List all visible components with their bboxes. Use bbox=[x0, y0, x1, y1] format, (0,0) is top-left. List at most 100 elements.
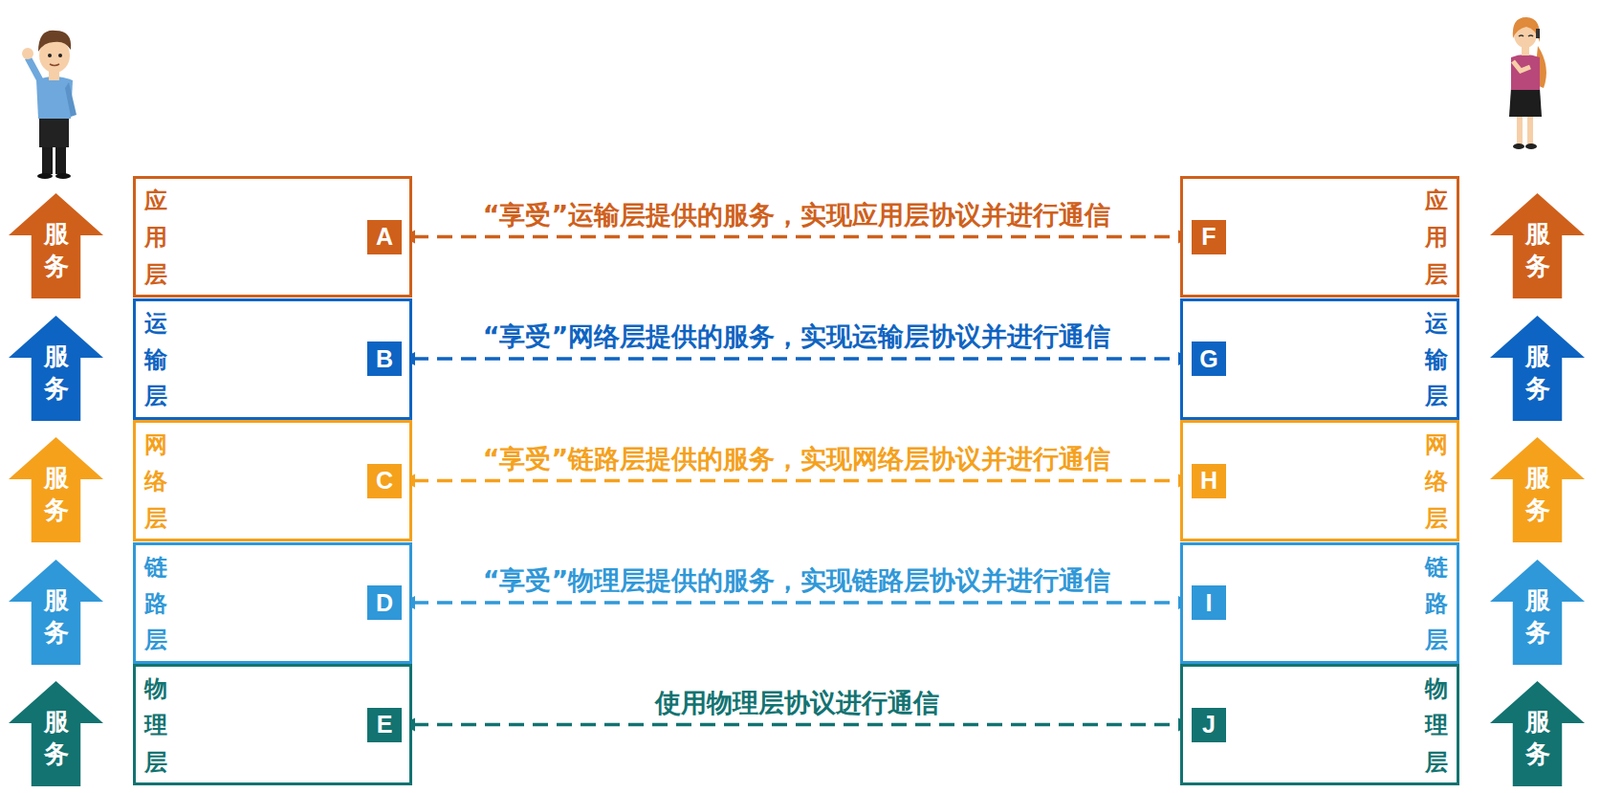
layer-name: 物理层 bbox=[144, 670, 168, 781]
woman-shoe bbox=[1525, 143, 1537, 150]
arrow-fill bbox=[1490, 680, 1585, 787]
endpoint-tag: E bbox=[367, 707, 402, 743]
arrow-fill bbox=[1490, 193, 1585, 299]
man-leg bbox=[42, 143, 53, 175]
service-label: 服务 bbox=[1525, 461, 1551, 527]
peer-connector bbox=[401, 351, 1192, 366]
service-arrow: 服务 bbox=[8, 315, 104, 421]
arrow-fill bbox=[8, 193, 104, 299]
service-label: 服务 bbox=[43, 584, 69, 650]
layer-box: 物理层 E bbox=[132, 663, 413, 786]
man-figure bbox=[21, 30, 77, 179]
woman-shoe bbox=[1512, 143, 1525, 150]
peer-connector bbox=[401, 595, 1192, 610]
woman-top bbox=[1511, 54, 1540, 90]
layer-name: 链路层 bbox=[144, 548, 168, 659]
peer-connector bbox=[401, 474, 1192, 488]
endpoint-tag: I bbox=[1191, 585, 1227, 620]
service-label: 服务 bbox=[43, 705, 69, 771]
edge-label: 使用物理层协议进行通信 bbox=[655, 688, 940, 718]
dashed-line bbox=[413, 479, 1181, 483]
endpoint-tag: H bbox=[1191, 463, 1227, 499]
endpoint-letter: F bbox=[1201, 224, 1216, 249]
layer-name: 运输层 bbox=[1424, 305, 1448, 416]
service-label: 服务 bbox=[43, 461, 69, 527]
arrow-fill bbox=[1490, 315, 1585, 421]
service-arrow: 服务 bbox=[1490, 315, 1585, 421]
endpoint-letter: E bbox=[376, 712, 394, 737]
layer-box: 应用层 F bbox=[1180, 175, 1460, 298]
endpoint-letter: A bbox=[375, 224, 394, 249]
man-shoe bbox=[37, 173, 53, 179]
endpoint-tag: D bbox=[367, 585, 402, 620]
woman-eye bbox=[1518, 35, 1524, 37]
layer-box: 链路层 D bbox=[132, 542, 413, 664]
woman-arm bbox=[1512, 61, 1531, 71]
dashed-line bbox=[413, 600, 1181, 605]
woman-skirt bbox=[1509, 87, 1542, 117]
endpoint-tag: B bbox=[367, 341, 402, 376]
layer-name: 运输层 bbox=[144, 305, 168, 416]
endpoint-letter: B bbox=[375, 347, 394, 372]
service-arrow: 服务 bbox=[1490, 680, 1585, 787]
layer-box: 网络层 C bbox=[132, 419, 413, 542]
endpoint-letter: J bbox=[1202, 712, 1216, 737]
dashed-line bbox=[413, 356, 1181, 361]
man-leg bbox=[55, 143, 66, 175]
man-eye bbox=[58, 53, 63, 58]
service-label: 服务 bbox=[43, 340, 69, 406]
man-pants bbox=[39, 114, 69, 148]
woman-leg bbox=[1516, 112, 1523, 146]
service-label: 服务 bbox=[1525, 584, 1551, 650]
service-arrow: 服务 bbox=[8, 680, 104, 787]
layer-name: 网络层 bbox=[1424, 426, 1448, 537]
service-label: 服务 bbox=[1525, 340, 1551, 406]
arrow-fill bbox=[8, 437, 104, 543]
layer-name: 应用层 bbox=[1424, 182, 1448, 293]
arrow-fill bbox=[8, 559, 104, 665]
layer-box: 链路层I bbox=[1180, 542, 1460, 664]
service-label: 服务 bbox=[43, 218, 69, 284]
edge-label: “享受”链路层提供的服务，实现网络层协议并进行通信 bbox=[482, 444, 1112, 474]
endpoint-tag: J bbox=[1191, 707, 1227, 743]
peer-connector bbox=[401, 718, 1192, 732]
dashed-line bbox=[413, 235, 1181, 240]
endpoint-letter: H bbox=[1200, 468, 1218, 493]
service-arrow: 服务 bbox=[1490, 559, 1585, 665]
layer-box: 运输层 B bbox=[132, 298, 413, 420]
service-arrow: 服务 bbox=[1490, 437, 1585, 543]
layer-name: 应用层 bbox=[144, 182, 168, 293]
endpoint-tag: G bbox=[1191, 341, 1227, 376]
layer-name: 网络层 bbox=[144, 426, 168, 537]
endpoint-tag: C bbox=[367, 463, 402, 499]
layer-box: 运输层 G bbox=[1180, 298, 1460, 420]
endpoint-letter: C bbox=[375, 468, 394, 493]
man-eye bbox=[47, 53, 52, 58]
man-arm bbox=[65, 82, 77, 117]
edge-label: “享受”物理层提供的服务，实现链路层协议并进行通信 bbox=[482, 566, 1112, 595]
layer-box: 物理层 J bbox=[1180, 663, 1460, 786]
layer-box: 网络层 H bbox=[1180, 419, 1460, 542]
service-label: 服务 bbox=[1525, 705, 1551, 771]
arrow-fill bbox=[1490, 437, 1585, 543]
woman-phone bbox=[1535, 28, 1540, 39]
man-shoe bbox=[55, 173, 71, 179]
service-arrow: 服务 bbox=[8, 437, 104, 543]
arrow-fill bbox=[8, 680, 104, 787]
woman-eye bbox=[1528, 35, 1534, 37]
edge-label: “享受”网络层提供的服务，实现运输层协议并进行通信 bbox=[482, 322, 1112, 351]
service-arrow: 服务 bbox=[8, 193, 104, 299]
endpoint-letter: G bbox=[1199, 347, 1218, 372]
woman-hair bbox=[1512, 17, 1540, 43]
layer-name: 物理层 bbox=[1424, 670, 1448, 781]
service-arrow: 服务 bbox=[8, 559, 104, 665]
peer-connector bbox=[401, 230, 1192, 244]
service-arrow: 服务 bbox=[1490, 193, 1585, 299]
layer-box: 应用层 A bbox=[132, 175, 413, 298]
endpoint-letter: I bbox=[1205, 591, 1213, 615]
endpoint-letter: D bbox=[375, 591, 394, 615]
edge-label: “享受”运输层提供的服务，实现应用层协议并进行通信 bbox=[482, 200, 1112, 230]
endpoint-tag: A bbox=[367, 219, 402, 255]
service-label: 服务 bbox=[1525, 218, 1551, 284]
man-hair bbox=[38, 30, 71, 52]
